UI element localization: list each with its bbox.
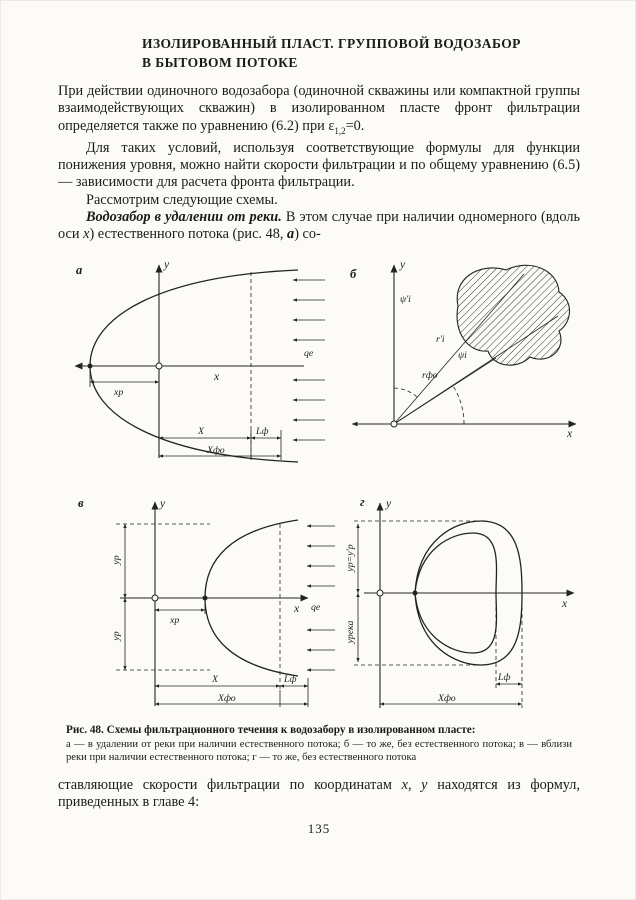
panel-a-dim-x-label: X <box>197 426 205 437</box>
heading-line-2: В БЫТОВОМ ПОТОКЕ <box>142 55 298 70</box>
panel-v-origin <box>151 594 159 602</box>
figure-48: а y x qе <box>58 254 580 716</box>
panel-v-dim-lf-label: Lф <box>283 674 296 685</box>
paragraph-1: При действии одиночного водозабора (один… <box>58 83 580 140</box>
variable-x: x <box>83 226 90 243</box>
panel-a-q-label: qе <box>304 348 314 359</box>
panel-a: а y x qе <box>74 259 325 463</box>
panel-v-dim-x-label: X <box>211 674 219 685</box>
paragraph-1-text: При действии одиночного водозабора (один… <box>58 83 580 134</box>
panel-g-dim-yreka-label: yрека <box>345 620 356 644</box>
panel-b-angle-arc-2 <box>452 385 465 424</box>
panel-b: б y x ψ'i r'i rфо ψi <box>350 259 577 440</box>
panel-g-x-label: x <box>561 598 568 610</box>
page-number: 135 <box>307 820 331 836</box>
figure-48-diagram: а y x qе <box>74 259 577 708</box>
paragraph-4-b: ) естественного потока (рис. 48, <box>89 226 288 243</box>
panel-b-ray-1 <box>393 273 525 424</box>
panel-g-origin <box>376 589 384 597</box>
panel-a-well <box>155 362 163 370</box>
closing-b: находятся из формул, приведенных в главе… <box>58 776 580 811</box>
panel-b-psi2-label: ψi <box>458 350 467 361</box>
panel-b-r1-label: r'i <box>436 334 445 345</box>
panel-a-dim-xfo-label: Xфо <box>206 445 225 456</box>
panel-v-tag: в <box>78 496 84 510</box>
panel-b-angle-arc-1 <box>393 387 418 397</box>
panel-v-dim-xfo-label: Xфо <box>217 693 236 704</box>
closing-variables: x, у <box>401 776 428 793</box>
closing-paragraph: ставляющие скорости фильтрации по коорди… <box>58 777 580 812</box>
panel-a-y-label: y <box>163 259 170 271</box>
panel-g-dim-yr-label: yр=y'р <box>345 544 356 572</box>
panel-g-dim-xfo-label: Xфо <box>437 693 456 704</box>
panel-b-x-label: x <box>566 428 573 440</box>
panel-g-tag: г <box>360 495 365 509</box>
panel-b-hatched-area <box>456 264 571 366</box>
figure-caption-title: Рис. 48. Схемы фильтрационного течения к… <box>66 723 476 736</box>
panel-g-dim-lf-label: Lф <box>497 672 510 683</box>
panel-b-rfo-label: rфо <box>422 370 438 381</box>
panel-a-dim-lf-label: Lф <box>255 426 268 437</box>
panel-v-flow-arrows <box>306 523 335 672</box>
panel-b-psi1-label: ψ'i <box>400 294 411 305</box>
closing-a: ставляющие скорости фильтрации по коорди… <box>58 776 402 793</box>
panel-a-x-label: x <box>213 371 220 383</box>
panel-a-dim-xr-label: xр <box>113 387 123 398</box>
panel-v-y-label: y <box>159 498 166 510</box>
panel-g-y-label: y <box>385 498 392 510</box>
panel-v-x-label: x <box>293 603 300 615</box>
paragraph-4: Водозабор в удалении от реки. В этом слу… <box>58 209 580 244</box>
panel-v: в y x qе <box>78 496 335 707</box>
paragraph-4-lead: Водозабор в удалении от реки. <box>86 208 282 225</box>
section-heading: ИЗОЛИРОВАННЫЙ ПЛАСТ. ГРУППОВОЙ ВОДОЗАБОР… <box>142 34 580 72</box>
panel-a-flow-arrows <box>292 277 325 442</box>
panel-b-y-label: y <box>399 259 406 271</box>
paragraph-4-c: ) со- <box>294 226 321 243</box>
epsilon-subscript: 1,2 <box>334 125 346 136</box>
figure-caption-body: а — в удалении от реки при наличии естес… <box>66 738 572 763</box>
paragraph-4-a: В этом случае при наличии одномерного (в… <box>58 208 580 243</box>
figure-caption: Рис. 48. Схемы фильтрационного течения к… <box>58 724 580 764</box>
panel-g-well-point <box>412 590 418 596</box>
panel-v-dim-yr-top-label: yр <box>111 555 122 565</box>
panel-a-stagnation-point <box>87 363 93 369</box>
panel-v-q-label: qе <box>311 602 321 613</box>
panel-v-dim-xr-label: xр <box>169 615 179 626</box>
paragraph-2: Для таких условий, используя соответству… <box>58 139 580 191</box>
heading-line-1: ИЗОЛИРОВАННЫЙ ПЛАСТ. ГРУППОВОЙ ВОДОЗАБОР <box>142 36 521 51</box>
figure-ref-a: а <box>287 226 295 243</box>
panel-v-dim-yr-bottom-label: yр <box>111 631 122 641</box>
paragraph-3: Рассмотрим следующие схемы. <box>86 191 278 208</box>
panel-a-tag: а <box>76 263 82 277</box>
panel-b-well <box>390 420 398 428</box>
panel-b-tag: б <box>350 267 357 281</box>
panel-b-ray-3 <box>393 357 497 424</box>
paragraph-1-tail: =0. <box>345 117 365 134</box>
panel-g: г y x yр=y'р yрека Lф Xфо <box>345 495 575 708</box>
